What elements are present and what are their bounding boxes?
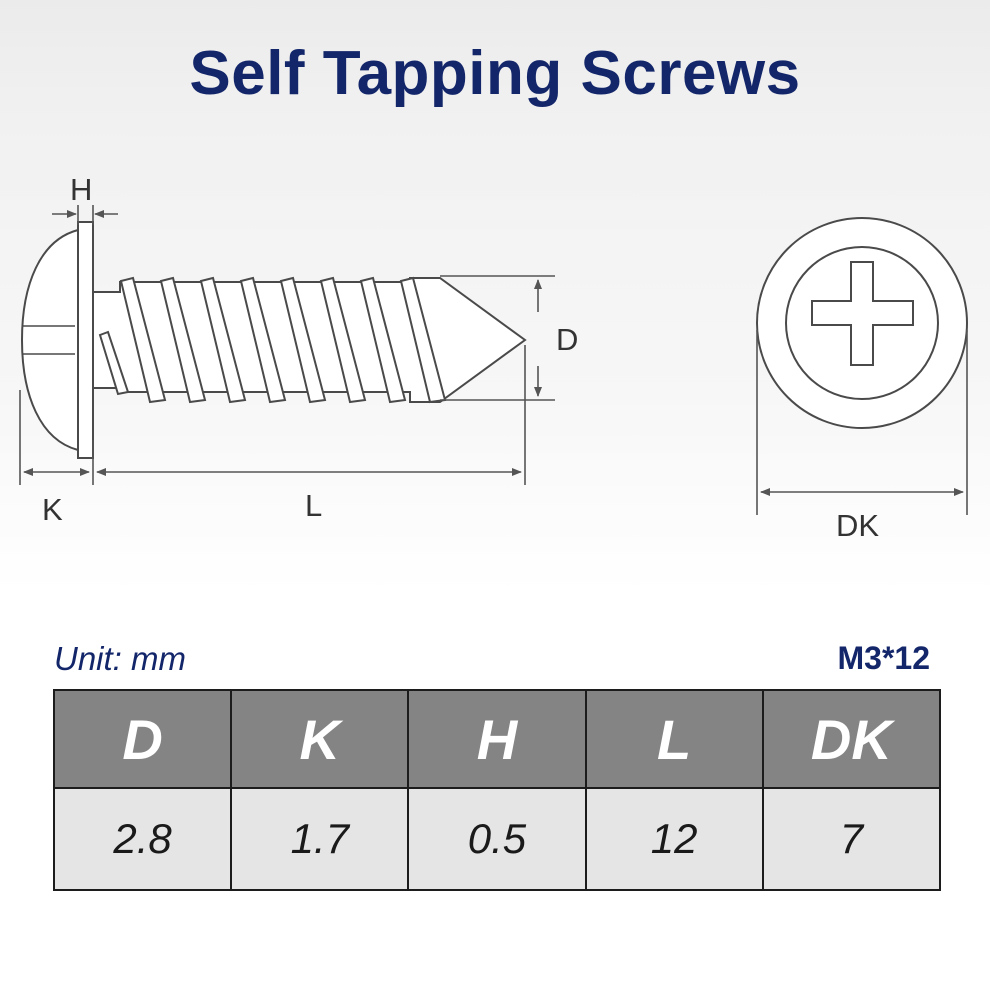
screw-side-view xyxy=(20,221,527,459)
spec-header-row: D K H L DK xyxy=(52,689,942,789)
value-d: 2.8 xyxy=(52,787,233,891)
header-k: K xyxy=(230,689,410,789)
header-l: L xyxy=(584,689,764,789)
dimension-d xyxy=(440,275,555,401)
value-k: 1.7 xyxy=(230,787,410,891)
value-dk: 7 xyxy=(761,787,942,891)
spec-value-row: 2.8 1.7 0.5 12 7 xyxy=(52,787,942,891)
label-dk: DK xyxy=(836,508,879,543)
value-l: 12 xyxy=(584,787,764,891)
screw-top-view xyxy=(756,217,968,429)
dimension-k-l xyxy=(19,345,526,485)
screw-head xyxy=(20,228,79,452)
label-h: H xyxy=(70,172,92,207)
page-title: Self Tapping Screws xyxy=(189,39,801,108)
model-label: M3*12 xyxy=(837,640,931,676)
header-d: D xyxy=(52,689,233,789)
header-h: H xyxy=(407,689,587,789)
unit-label: Unit: mm xyxy=(54,640,186,677)
dimension-dk xyxy=(756,330,968,515)
screw-flange xyxy=(77,221,94,459)
dimension-h xyxy=(52,205,118,225)
screw-technical-drawing: H D K L DK xyxy=(19,172,968,543)
label-l: L xyxy=(305,488,322,523)
header-dk: DK xyxy=(761,689,942,789)
screw-threads xyxy=(98,276,447,404)
phillips-cross-icon xyxy=(811,261,914,366)
label-d: D xyxy=(556,322,578,357)
label-k: K xyxy=(42,492,63,527)
spec-table: D K H L DK 2.8 1.7 0.5 12 7 xyxy=(52,689,942,891)
value-h: 0.5 xyxy=(407,787,587,891)
